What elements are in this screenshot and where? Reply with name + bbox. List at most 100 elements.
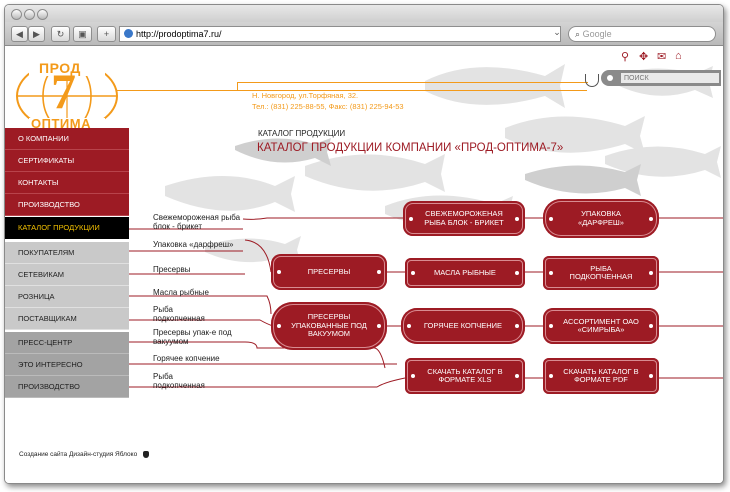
tag-oils-label: МАСЛА РЫБНЫЕ xyxy=(434,267,496,277)
tag-hole xyxy=(549,374,553,378)
tag-hole xyxy=(515,374,519,378)
submenu-preserves[interactable]: Пресервы xyxy=(153,265,191,274)
phones-text: Тел.: (831) 225-88-55, Факс: (831) 225-9… xyxy=(252,102,404,111)
page-content: ПРОД 7 ОПТИМА Н. Новгород, ул.Торфяная, … xyxy=(5,46,723,483)
sidebar-item-about[interactable]: О КОМПАНИИ xyxy=(5,128,129,150)
sidebar-item-suppliers[interactable]: ПОСТАВЩИКАМ xyxy=(5,308,129,330)
tag-hole xyxy=(649,374,653,378)
add-bookmark-button[interactable]: + xyxy=(97,26,116,42)
tag-fresh-label: СВЕЖЕМОРОЖЕНАЯ РЫБА БЛОК - БРИКЕТ xyxy=(424,209,504,227)
browser-toolbar: ◀ ▶ ↻ ▣ + http://prodoptima7.ru/ ⌄ ⌕ Goo… xyxy=(5,22,723,46)
tag-hole xyxy=(377,270,381,274)
tag-preserves[interactable]: ПРЕСЕРВЫ xyxy=(271,254,387,290)
home-icon[interactable]: ⌂ xyxy=(675,50,682,62)
tag-smoked[interactable]: РЫБА ПОДКОПЧЕННАЯ xyxy=(543,256,659,290)
tag-hole xyxy=(377,324,381,328)
tag-oils[interactable]: МАСЛА РЫБНЫЕ xyxy=(405,258,525,288)
submenu-oils[interactable]: Масла рыбные xyxy=(153,288,209,297)
tag-vacuum[interactable]: ПРЕСЕРВЫ УПАКОВАННЫЕ ПОД ВАКУУМОМ xyxy=(271,302,387,350)
tag-hole xyxy=(515,271,519,275)
minimize-window-button[interactable] xyxy=(24,9,35,20)
breadcrumb: КАТАЛОГ ПРОДУКЦИИ xyxy=(258,129,346,138)
sidebar-item-interesting[interactable]: ЭТО ИНТЕРЕСНО xyxy=(5,354,129,376)
address-bar-text: http://prodoptima7.ru/ xyxy=(136,29,222,39)
tag-hot[interactable]: ГОРЯЧЕЕ КОПЧЕНИЕ xyxy=(401,308,525,344)
search-tool-icon[interactable]: ⚲ xyxy=(621,51,630,63)
search-icon: ⌕ xyxy=(575,29,581,39)
tag-hot-label: ГОРЯЧЕЕ КОПЧЕНИЕ xyxy=(423,320,503,330)
address-bar[interactable]: http://prodoptima7.ru/ xyxy=(119,26,561,42)
tag-smoked-label: РЫБА ПОДКОПЧЕННАЯ xyxy=(569,263,633,281)
page-title: КАТАЛОГ ПРОДУКЦИИ КОМПАНИИ «ПРОД-ОПТИМА-… xyxy=(257,142,564,154)
submenu-fresh[interactable]: Свежемороженая рыба блок - брикет xyxy=(153,213,241,231)
submenu-smoked[interactable]: Рыба подкопченная xyxy=(153,305,205,323)
logo-area: ПРОД 7 ОПТИМА xyxy=(5,46,135,134)
sidebar: О КОМПАНИИ СЕРТИФИКАТЫ КОНТАКТЫ ПРОИЗВОД… xyxy=(5,128,135,442)
tag-hole xyxy=(515,324,519,328)
sidebar-item-production[interactable]: ПРОИЗВОДСТВО xyxy=(5,194,129,216)
footer-credit[interactable]: Создание сайта Дизайн-студия Яблоко xyxy=(19,451,149,458)
header-line xyxy=(117,90,587,91)
submenu-vacuum[interactable]: Пресервы упак-е под вакуумом xyxy=(153,328,232,346)
sidebar-item-buyers[interactable]: ПОКУПАТЕЛЯМ xyxy=(5,242,129,264)
tag-hole xyxy=(549,271,553,275)
address-dropdown-button[interactable]: ⌄ xyxy=(553,27,561,37)
tag-hole xyxy=(277,270,281,274)
tag-hole xyxy=(411,271,415,275)
tag-vacuum-label: ПРЕСЕРВЫ УПАКОВАННЫЕ ПОД ВАКУУМОМ xyxy=(291,312,367,339)
submenu-darfresh[interactable]: Упаковка «дарфреш» xyxy=(153,240,234,249)
browser-search-field[interactable]: ⌕ Google xyxy=(568,26,716,42)
tag-hole xyxy=(411,374,415,378)
footer-credit-text: Создание сайта Дизайн-студия Яблоко xyxy=(19,451,138,459)
close-window-button[interactable] xyxy=(11,9,22,20)
tag-assortment-label: АССОРТИМЕНТ ОАО «СИМРЫБА» xyxy=(563,316,639,334)
sidebar-item-certificates[interactable]: СЕРТИФИКАТЫ xyxy=(5,150,129,172)
site-search-hole xyxy=(607,75,613,81)
bookmark-button[interactable]: ▣ xyxy=(73,26,92,42)
sitemap-icon[interactable]: ✥ xyxy=(639,51,649,63)
mail-icon[interactable]: ✉ xyxy=(657,51,667,63)
tag-hole xyxy=(407,324,411,328)
sidebar-item-catalog[interactable]: КАТАЛОГ ПРОДУКЦИИ xyxy=(5,217,129,239)
tag-download-pdf[interactable]: СКАЧАТЬ КАТАЛОГ В ФОРМАТЕ PDF xyxy=(543,358,659,394)
tag-download-xls[interactable]: СКАЧАТЬ КАТАЛОГ В ФОРМАТЕ XLS xyxy=(405,358,525,394)
tag-hole xyxy=(549,216,553,221)
tag-hole xyxy=(649,271,653,275)
tag-darfresh-label: УПАКОВКА «ДАРФРЕШ» xyxy=(578,209,624,227)
tag-hole xyxy=(549,324,553,328)
tag-xls-label: СКАЧАТЬ КАТАЛОГ В ФОРМАТЕ XLS xyxy=(427,366,503,384)
title-bar xyxy=(5,5,723,22)
header-line-corner xyxy=(237,82,588,91)
hook-icon xyxy=(585,74,599,87)
sidebar-item-production-2[interactable]: ПРОИЗВОДСТВО xyxy=(5,376,129,398)
tag-fresh[interactable]: СВЕЖЕМОРОЖЕНАЯ РЫБА БЛОК - БРИКЕТ xyxy=(403,201,525,236)
zoom-window-button[interactable] xyxy=(37,9,48,20)
tag-darfresh[interactable]: УПАКОВКА «ДАРФРЕШ» xyxy=(543,199,659,238)
apple-logo-icon xyxy=(143,451,149,458)
browser-window: ◀ ▶ ↻ ▣ + http://prodoptima7.ru/ ⌄ ⌕ Goo… xyxy=(4,4,724,484)
sidebar-item-networks[interactable]: СЕТЕВИКАМ xyxy=(5,264,129,286)
tag-hole xyxy=(409,216,413,221)
globe-icon xyxy=(124,29,133,38)
sidebar-item-retail[interactable]: РОЗНИЦА xyxy=(5,286,129,308)
browser-search-placeholder: Google xyxy=(582,29,612,39)
forward-button[interactable]: ▶ xyxy=(28,26,45,42)
submenu-hot[interactable]: Горячее копчение xyxy=(153,354,220,363)
back-button[interactable]: ◀ xyxy=(11,26,28,42)
connector-lines xyxy=(129,217,723,388)
tag-hole xyxy=(649,324,653,328)
tag-hole xyxy=(649,216,653,221)
tag-hole xyxy=(515,216,519,221)
tag-assortment[interactable]: АССОРТИМЕНТ ОАО «СИМРЫБА» xyxy=(543,308,659,344)
logo-digit: 7 xyxy=(51,63,76,119)
submenu-smoked-2[interactable]: Рыба подкопченная xyxy=(153,372,205,390)
tag-pdf-label: СКАЧАТЬ КАТАЛОГ В ФОРМАТЕ PDF xyxy=(563,366,639,384)
reload-button[interactable]: ↻ xyxy=(51,26,70,42)
logo-top-text: ПРОД xyxy=(39,60,81,76)
site-search-input[interactable] xyxy=(621,73,719,83)
address-text: Н. Новгород, ул.Торфяная, 32. xyxy=(252,91,359,100)
sidebar-item-press[interactable]: ПРЕСС-ЦЕНТР xyxy=(5,332,129,354)
tag-hole xyxy=(277,324,281,328)
tag-preserves-label: ПРЕСЕРВЫ xyxy=(307,266,351,276)
sidebar-item-contacts[interactable]: КОНТАКТЫ xyxy=(5,172,129,194)
